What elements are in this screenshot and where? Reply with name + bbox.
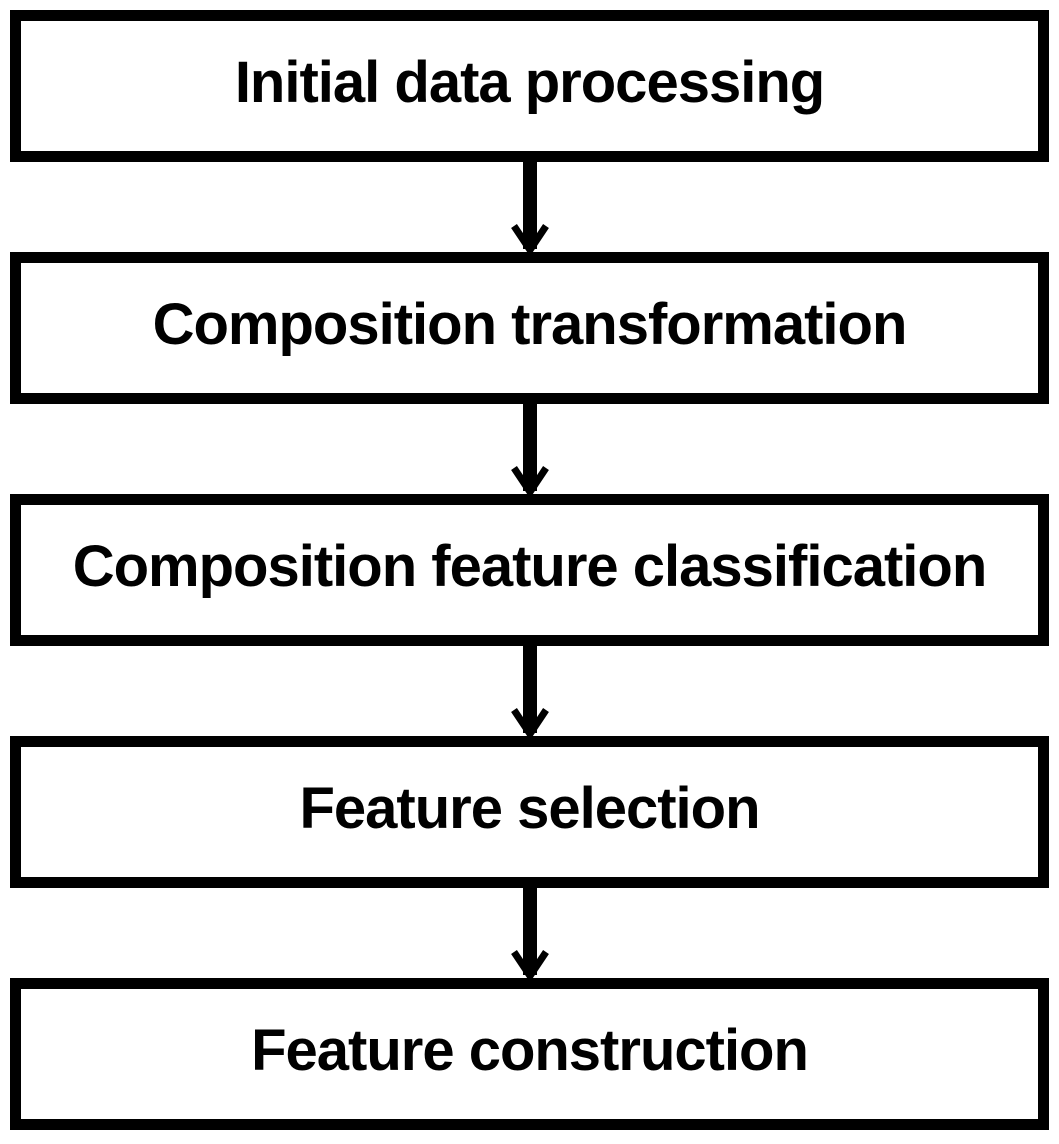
node-label: Composition feature classification <box>72 534 988 599</box>
node-label: Composition transformation <box>152 292 908 357</box>
flow-node-feature-selection: Feature selection <box>10 736 1049 888</box>
node-label: Feature selection <box>299 776 760 841</box>
flow-edge-2 <box>10 404 1049 494</box>
flow-node-initial-data-processing: Initial data processing <box>10 10 1049 162</box>
flow-edge-3 <box>10 646 1049 736</box>
arrow-down-icon <box>510 404 549 494</box>
node-label: Feature construction <box>251 1018 809 1083</box>
flow-node-composition-transformation: Composition transformation <box>10 252 1049 404</box>
arrow-down-icon <box>510 888 549 978</box>
arrow-down-icon <box>510 162 549 252</box>
arrow-down-icon <box>510 646 549 736</box>
flow-edge-4 <box>10 888 1049 978</box>
node-label: Initial data processing <box>234 50 825 115</box>
flow-node-feature-construction: Feature construction <box>10 978 1049 1130</box>
flow-node-composition-feature-classification: Composition feature classification <box>10 494 1049 646</box>
flow-edge-1 <box>10 162 1049 252</box>
